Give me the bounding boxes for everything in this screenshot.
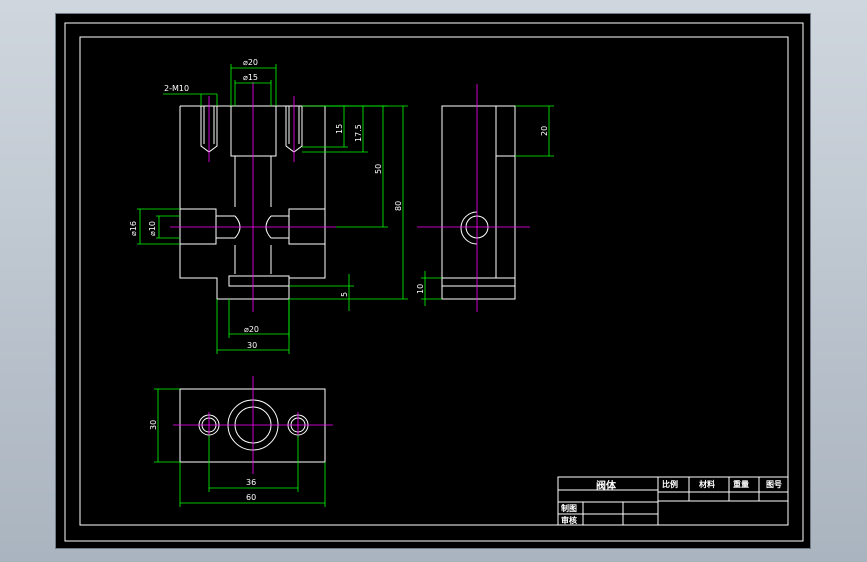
- part-name: 阀体: [596, 479, 617, 492]
- side-bore-arc: [460, 211, 478, 245]
- dim-50: 50: [374, 164, 383, 174]
- engineering-drawing: ⌀20 ⌀15 2-M10 15 17.5 50: [64, 22, 804, 542]
- header-drawing-number: 图号: [766, 480, 782, 489]
- top-view: 30 36 60: [149, 376, 333, 507]
- front-view: ⌀20 ⌀15 2-M10 15 17.5 50: [129, 58, 408, 354]
- dim-dia-top-outer: ⌀20: [243, 58, 258, 67]
- front-outline: [179, 105, 326, 300]
- dim-80: 80: [394, 201, 403, 211]
- inner-frame: [79, 36, 789, 526]
- header-weight: 重量: [733, 479, 749, 489]
- checked-by-label: 审核: [561, 515, 577, 525]
- dim-17-5: 17.5: [354, 124, 363, 142]
- dim-dia-side-outer: ⌀16: [129, 221, 138, 236]
- dim-dia-bottom: ⌀20: [244, 325, 259, 334]
- top-bore: [230, 105, 277, 157]
- dim-dia-top-inner: ⌀15: [243, 73, 258, 82]
- dim-60: 60: [246, 493, 256, 502]
- header-material: 材料: [699, 479, 715, 489]
- top-outline: [179, 388, 326, 463]
- drawn-by-label: 制图: [561, 503, 577, 513]
- dim-20: 20: [540, 126, 549, 136]
- bottom-bore: [228, 275, 290, 287]
- front-dimensions: ⌀20 ⌀15 2-M10 15 17.5 50: [129, 58, 408, 354]
- dim-10: 10: [416, 284, 425, 294]
- dim-dia-side-inner: ⌀10: [148, 221, 157, 236]
- dim-36: 36: [246, 478, 256, 487]
- dim-thread-label: 2-M10: [164, 84, 189, 93]
- drawing-canvas: ⌀20 ⌀15 2-M10 15 17.5 50: [55, 13, 811, 549]
- outer-frame: [64, 22, 804, 542]
- side-dimensions: 20 10: [416, 105, 554, 306]
- top-dimensions: 30 36 60: [149, 388, 326, 507]
- header-scale: 比例: [662, 479, 678, 489]
- side-outline: [441, 105, 516, 300]
- dim-30-width: 30: [247, 341, 257, 350]
- left-bore: [179, 208, 217, 245]
- dim-5: 5: [340, 292, 349, 297]
- dim-15: 15: [335, 124, 344, 134]
- title-block: 阀体 比例 材料 重量 图号 制图 审核: [557, 476, 789, 526]
- dim-top-30: 30: [149, 420, 158, 430]
- side-view: 20 10: [416, 84, 554, 312]
- right-bore: [288, 208, 326, 245]
